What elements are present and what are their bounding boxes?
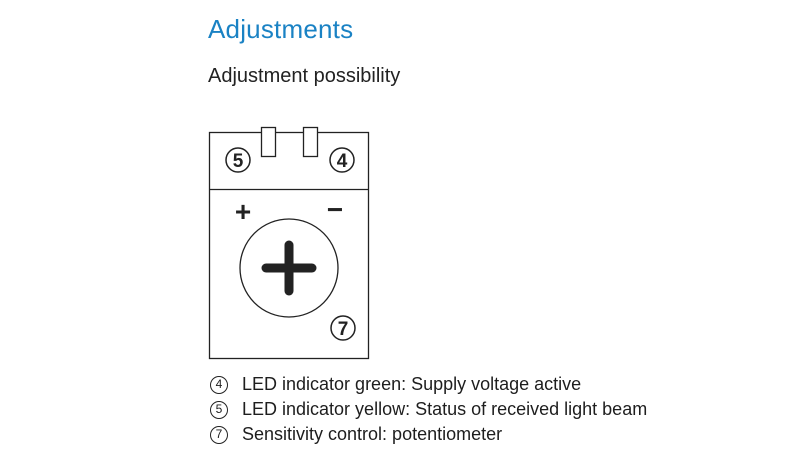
legend-number: 5 xyxy=(210,400,228,419)
legend-item: 5 LED indicator yellow: Status of receiv… xyxy=(208,397,647,422)
legend-text: LED indicator green: Supply voltage acti… xyxy=(242,374,582,394)
page-subheading: Adjustment possibility xyxy=(208,65,401,87)
callout-7-label: 7 xyxy=(338,319,349,340)
callout-7-circle xyxy=(330,315,356,341)
led-yellow xyxy=(260,126,277,158)
legend-number: 4 xyxy=(210,375,228,394)
legend: 4 LED indicator green: Supply voltage ac… xyxy=(208,372,647,447)
legend-text: Sensitivity control: potentiometer xyxy=(242,424,503,444)
callout-4-label: 4 xyxy=(337,151,348,172)
potentiometer-cross-icon xyxy=(261,240,317,296)
callout-5-label: 5 xyxy=(233,151,244,172)
legend-item: 4 LED indicator green: Supply voltage ac… xyxy=(208,372,647,397)
page-heading: Adjustments xyxy=(208,14,354,44)
plus-sign: + xyxy=(235,196,251,227)
adjustment-diagram: 5 4 + − 7 xyxy=(208,126,370,360)
legend-text: LED indicator yellow: Status of received… xyxy=(242,399,648,419)
callout-5-circle xyxy=(225,147,251,173)
led-green xyxy=(302,126,319,158)
legend-item: 7 Sensitivity control: potentiometer xyxy=(208,422,647,447)
callout-4-circle xyxy=(329,147,355,173)
minus-sign: − xyxy=(327,194,343,225)
legend-number: 7 xyxy=(210,425,228,444)
